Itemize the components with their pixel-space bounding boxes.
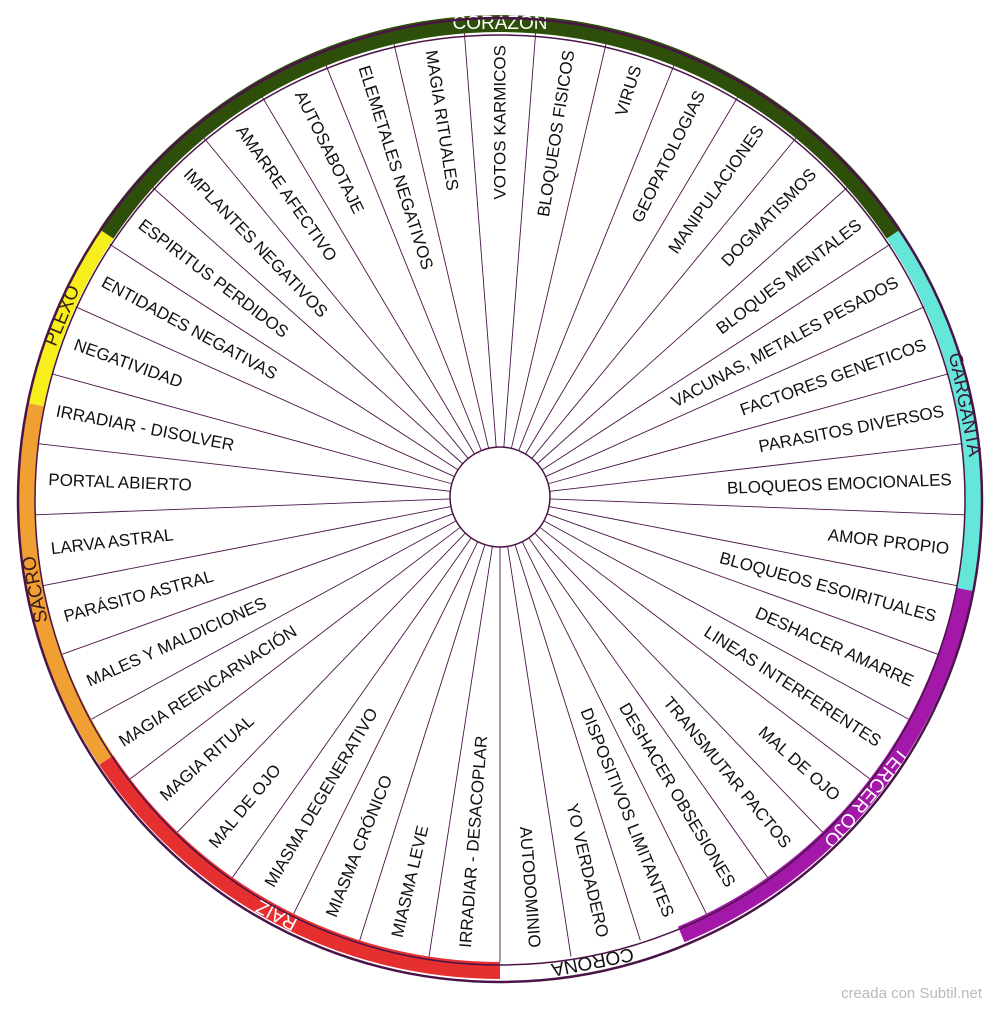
spoke-line: [518, 65, 675, 451]
item-label: MAGIA RITUALES: [422, 49, 462, 192]
section-label: SACRO: [19, 554, 53, 624]
spoke-line: [152, 187, 463, 465]
spoke-line: [393, 44, 490, 449]
ring-segment-6: [27, 229, 114, 407]
spoke-line: [38, 443, 451, 492]
spoke-line: [91, 520, 457, 720]
item-label: LARVA ASTRAL: [50, 525, 175, 558]
spoke-line: [35, 498, 451, 516]
spoke-line: [51, 373, 452, 485]
spoke-line: [232, 537, 472, 878]
ring-segment-4: [99, 755, 501, 979]
item-label: ESPIRITUS PERDIDOS: [135, 215, 292, 341]
item-label: LINEAS INTERFERENTES: [701, 622, 885, 750]
spoke-line: [549, 498, 965, 516]
spoke-line: [503, 33, 537, 448]
spoke-line: [549, 443, 962, 492]
item-label: MIASMA LEVE: [388, 824, 433, 940]
spoke-line: [463, 33, 497, 448]
ring-segment-5: [18, 402, 114, 765]
item-label: PARASITOS DIVERSOS: [757, 402, 945, 457]
spoke-line: [359, 544, 486, 941]
item-label: MAGIA REENCARNACIÓN: [115, 622, 300, 751]
spoke-line: [528, 537, 768, 878]
spoke-line: [521, 541, 707, 914]
item-label: DESHACER OBSESIONES: [615, 700, 739, 891]
item-label: IRRADIAR - DISOLVER: [54, 402, 235, 455]
spoke-lines: [35, 33, 965, 962]
ring-segment-2: [677, 587, 973, 943]
item-label: VOTOS KARMICOS: [491, 45, 510, 200]
spoke-line: [525, 97, 739, 455]
spoke-line: [261, 97, 475, 455]
spoke-line: [546, 513, 938, 655]
item-label: BLOQUEOS EMOCIONALES: [727, 470, 952, 498]
inner-border: [34, 34, 966, 966]
outer-border: [16, 16, 984, 984]
item-label: MIASMA DEGENERATIVO: [261, 705, 382, 891]
item-label: BLOQUEOS FISICOS: [534, 49, 578, 218]
spoke-line: [293, 541, 479, 914]
item-label: MAGIA RITUAL: [156, 711, 258, 804]
spoke-line: [545, 306, 925, 477]
spoke-line: [543, 520, 909, 720]
spoke-line: [109, 243, 459, 471]
item-label: PARÁSITO ASTRAL: [62, 567, 216, 626]
item-label: AMOR PROPIO: [827, 525, 950, 558]
spoke-line: [548, 506, 957, 586]
spoke-line: [534, 532, 823, 833]
spoke-line: [325, 65, 482, 451]
item-label: TRANSMUTAR PACTOS: [659, 693, 794, 852]
spoke-line: [75, 306, 455, 477]
spoke-line: [428, 546, 493, 957]
item-label: NEGATIVIDAD: [71, 335, 185, 391]
spoke-line: [129, 526, 461, 780]
spoke-line: [548, 373, 949, 485]
item-label: YO VERDADERO: [563, 802, 613, 940]
ring-segment-3: [499, 926, 685, 979]
chakra-ring: [18, 15, 982, 979]
spoke-line: [514, 544, 641, 941]
spoke-line: [203, 137, 469, 459]
spoke-line: [541, 243, 891, 471]
section-label: CORAZON: [453, 13, 548, 34]
spoke-line: [62, 513, 454, 655]
spoke-line: [177, 532, 466, 833]
item-label: IRRADIAR - DESACOPLAR: [456, 735, 491, 948]
spoke-line: [531, 137, 797, 459]
ring-segment-1: [886, 229, 982, 592]
item-label: PORTAL ABIERTO: [48, 470, 192, 494]
spoke-line: [507, 546, 572, 957]
spoke-line: [537, 187, 848, 465]
item-label: MAL DE OJO: [205, 761, 285, 852]
item-label: AUTODOMINIO: [516, 826, 544, 949]
ring-segment-0: [99, 15, 901, 239]
spoke-line: [510, 44, 607, 449]
item-label: VIRUS: [612, 63, 646, 118]
spoke-line: [43, 506, 452, 586]
credit-text: creada con Subtil.net: [841, 985, 982, 1002]
item-label: AUTOSABOTAJE: [291, 88, 368, 217]
item-label: MAL DE OJO: [755, 723, 844, 805]
center-hub: [449, 446, 551, 548]
spoke-line: [539, 526, 871, 780]
